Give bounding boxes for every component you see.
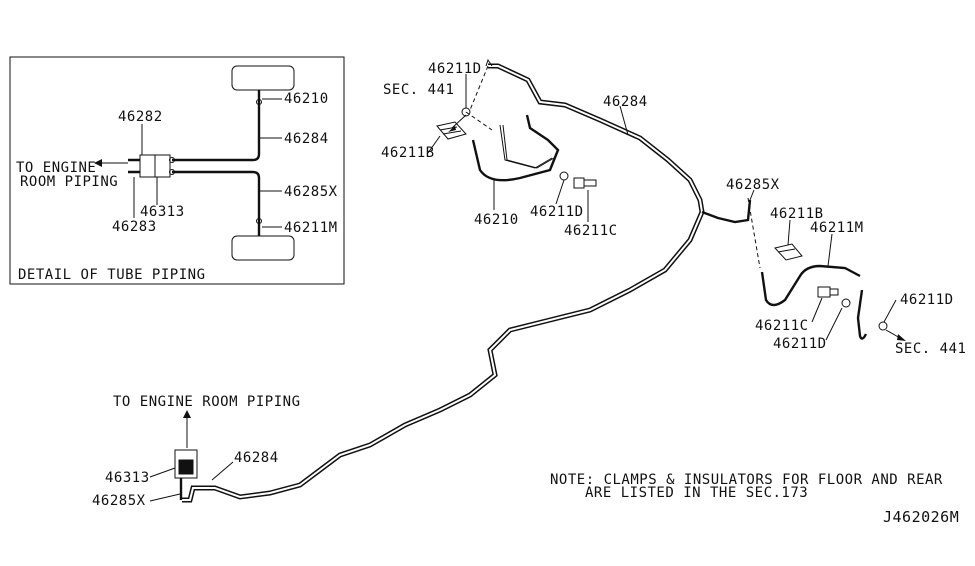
label-46211b-rear: 46211B: [770, 206, 824, 222]
label-46211c-front: 46211C: [564, 223, 618, 239]
engine-up-arrow-icon: [183, 410, 191, 448]
label-46211m-rear: 46211M: [810, 220, 864, 236]
label-46211d-right: 46211D: [900, 292, 954, 308]
bolt-46211c-front-icon: [573, 177, 597, 189]
label-46210: 46210: [284, 91, 329, 107]
rear-dashed-guide: [747, 197, 761, 269]
junction-block-46313-icon: [174, 449, 198, 500]
rear-wheel-icon: [231, 235, 295, 261]
note-line-2: ARE LISTED IN THE SEC.173: [585, 485, 808, 501]
bracket-46211b-rear-icon: [774, 243, 803, 261]
label-46211d-low: 46211D: [773, 336, 827, 352]
rear-hose-46211m: [760, 264, 868, 340]
label-46211b-front: 46211B: [381, 145, 435, 161]
rear-joint-icon: [256, 218, 262, 224]
label-engine-room-piping: TO ENGINE ROOM PIPING: [113, 394, 301, 410]
main-tube-46284: [182, 63, 705, 503]
connector-block-icon: [128, 154, 175, 178]
bolt-46211c-rear-icon: [817, 286, 839, 298]
label-46285x: 46285X: [284, 184, 338, 200]
sec441-rear-arrow-icon: [885, 329, 906, 341]
label-46211d-top: 46211D: [428, 61, 482, 77]
label-46313: 46313: [140, 204, 185, 220]
label-46284: 46284: [284, 131, 329, 147]
label-sec441-front: SEC. 441: [383, 82, 454, 98]
label-46211c-rear: 46211C: [755, 318, 809, 334]
engine-arrow-icon: [94, 159, 128, 167]
washer-46211d-right-icon: [878, 321, 888, 331]
washer-46211d-mid-icon: [559, 171, 569, 181]
diagram-code: J462026M: [883, 508, 959, 526]
front-hose-46210: [471, 114, 560, 182]
label-46283: 46283: [112, 219, 157, 235]
label-46282: 46282: [118, 109, 163, 125]
label-46285x-bottom: 46285X: [92, 493, 146, 509]
detail-frame: [9, 56, 345, 285]
label-46313-bottom: 46313: [105, 470, 150, 486]
engine-label-line2: ROOM PIPING: [20, 174, 118, 190]
label-46284-main: 46284: [603, 94, 648, 110]
front-wheel-icon: [231, 65, 295, 91]
note-line-1: NOTE: CLAMPS & INSULATORS FOR FLOOR AND …: [550, 472, 943, 488]
label-46210-front: 46210: [474, 212, 519, 228]
front-joint-icon: [256, 99, 262, 105]
label-sec441-rear: SEC. 441: [895, 341, 966, 357]
detail-caption: DETAIL OF TUBE PIPING: [18, 267, 206, 283]
rear-tube-branch: [701, 199, 752, 224]
washer-46211d-low-icon: [841, 298, 851, 308]
label-46285x-rear: 46285X: [726, 177, 780, 193]
label-46284-bottom: 46284: [234, 450, 279, 466]
engine-label-line1: TO ENGINE: [16, 160, 96, 176]
sec441-front-arrow-icon: [448, 114, 467, 132]
rear-tube-line: [172, 170, 261, 236]
label-46211m: 46211M: [284, 220, 338, 236]
front-tube-line: [172, 90, 261, 162]
label-46211d-mid: 46211D: [530, 204, 584, 220]
